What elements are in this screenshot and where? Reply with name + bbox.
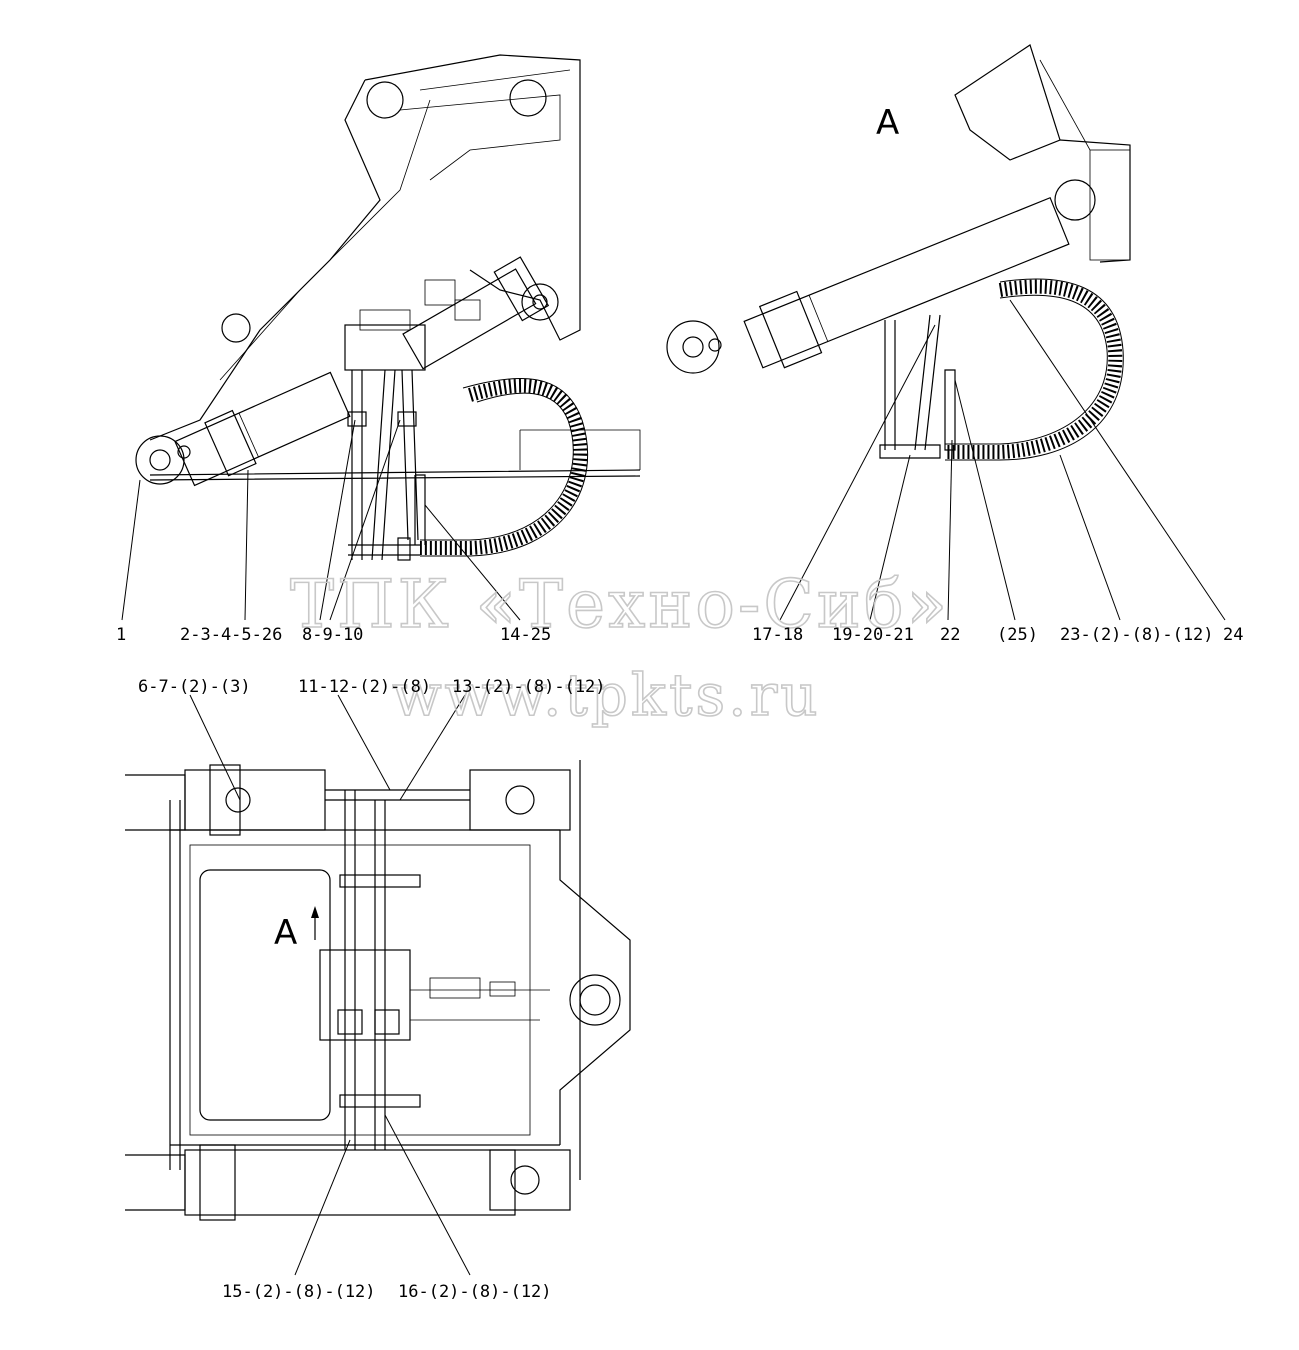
watermark-url: www.tpkts.ru bbox=[392, 661, 821, 729]
part-label: 15-(2)-(8)-(12) bbox=[222, 1282, 376, 1302]
part-label: 23-(2)-(8)-(12) bbox=[1060, 625, 1214, 645]
part-label: 24 bbox=[1223, 625, 1243, 645]
side-view-right bbox=[666, 44, 1226, 621]
watermark-company: ТПК «Техно-Сиб» bbox=[290, 566, 950, 643]
part-label: 13-(2)-(8)-(12) bbox=[452, 677, 606, 697]
side-view-left bbox=[121, 54, 641, 621]
plan-view bbox=[125, 694, 631, 1276]
view-a-label: A bbox=[876, 103, 899, 143]
part-label: 19-20-21 bbox=[832, 625, 914, 645]
part-label: 17-18 bbox=[752, 625, 803, 645]
view-a-arrow-label: A bbox=[274, 913, 297, 953]
part-label: 2-3-4-5-26 bbox=[180, 625, 282, 645]
part-label: 14-25 bbox=[500, 625, 551, 645]
part-label: 1 bbox=[116, 625, 126, 645]
part-label: 16-(2)-(8)-(12) bbox=[398, 1282, 552, 1302]
part-label: 11-12-(2)-(8) bbox=[298, 677, 431, 697]
part-label: 8-9-10 bbox=[302, 625, 363, 645]
part-label: 22 bbox=[940, 625, 960, 645]
part-label: (25) bbox=[997, 625, 1038, 645]
part-label: 6-7-(2)-(3) bbox=[138, 677, 251, 697]
